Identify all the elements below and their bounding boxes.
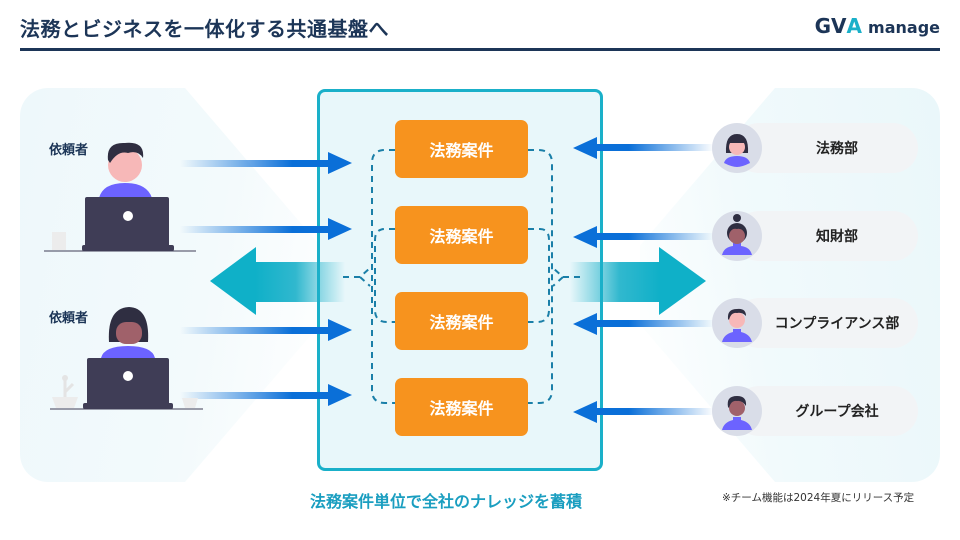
shirt [101, 346, 155, 358]
department-group-company[interactable]: グループ会社 [712, 386, 918, 436]
big-arrow-right-head [659, 247, 706, 315]
dashed-connectors [343, 149, 580, 404]
department-arrow-4 [573, 401, 714, 423]
big-arrow-left [210, 247, 345, 315]
page-title: 法務とビジネスを一体化する共通基盤へ [20, 17, 389, 41]
requester-arrow-2 [180, 218, 352, 240]
man-dark-skin-avatar-icon [722, 396, 752, 430]
legal-case-card[interactable]: 法務案件 [395, 120, 528, 178]
avatar [712, 298, 762, 348]
requester-arrow-3 [180, 319, 352, 341]
department-pill [734, 211, 918, 261]
plant-icon [63, 380, 75, 397]
platform-caption: 法務案件単位で全社のナレッジを蓄積 [310, 492, 583, 511]
title-divider [20, 48, 940, 51]
laptop-logo [123, 371, 133, 381]
department-arrow-3 [573, 313, 714, 335]
logo-manage: manage [868, 18, 940, 37]
legal-case-card[interactable]: 法務案件 [395, 378, 528, 436]
cup-icon [52, 232, 66, 250]
release-footnote: ※チーム機能は2024年夏にリリース予定 [722, 492, 915, 504]
department-pill [734, 298, 918, 348]
requester-illustration-1 [44, 142, 196, 252]
right-outer-bracket [528, 149, 553, 404]
legal-case-card[interactable]: 法務案件 [395, 292, 528, 350]
face [108, 148, 142, 182]
face [116, 322, 142, 344]
woman-bun-hair-avatar-icon [722, 214, 752, 255]
woman-bob-hair-avatar-icon [724, 134, 750, 167]
department-arrow-1 [573, 137, 714, 159]
department-name: 法務部 [816, 141, 858, 157]
department-legal[interactable]: 法務部 [712, 123, 918, 173]
logo-gv: GV [814, 14, 847, 38]
department-name: 知財部 [816, 229, 858, 245]
department-arrow-2 [573, 226, 714, 248]
avatar [712, 386, 762, 436]
hair [107, 142, 144, 163]
cup-icon [182, 398, 198, 408]
department-pill [734, 386, 918, 436]
right-merge [552, 267, 580, 287]
left-outer-bracket [371, 149, 395, 404]
department-ip[interactable]: 知財部 [712, 211, 918, 261]
requester-arrow-1 [180, 152, 352, 174]
requester-label-1: 依頼者 [49, 143, 89, 158]
department-name: コンプライアンス部 [774, 316, 900, 332]
department-arrows [573, 137, 714, 423]
laptop-logo [123, 211, 133, 221]
big-arrow-left-shaft [255, 262, 345, 302]
left-merge [343, 267, 371, 287]
avatar [712, 123, 762, 173]
avatar [712, 211, 762, 261]
laptop-icon [85, 197, 169, 249]
big-arrow-right-shaft [570, 262, 660, 302]
plant-pot [52, 397, 78, 408]
left-inner-bracket [374, 228, 395, 323]
big-arrow-right [570, 247, 706, 315]
man-avatar-icon [722, 308, 752, 342]
legal-case-card[interactable]: 法務案件 [395, 206, 528, 264]
department-pill [734, 123, 918, 173]
logo-a: A [846, 14, 863, 38]
requester-illustration-2 [50, 307, 203, 410]
shirt [99, 183, 152, 198]
big-arrow-left-head [210, 247, 256, 315]
requester-arrows [180, 152, 352, 406]
department-name: グループ会社 [795, 404, 879, 420]
department-compliance[interactable]: コンプライアンス部 [712, 298, 918, 348]
requester-label-2: 依頼者 [49, 311, 89, 326]
laptop-icon [87, 358, 169, 409]
right-inner-bracket [528, 228, 550, 323]
requester-arrow-4 [180, 384, 352, 406]
